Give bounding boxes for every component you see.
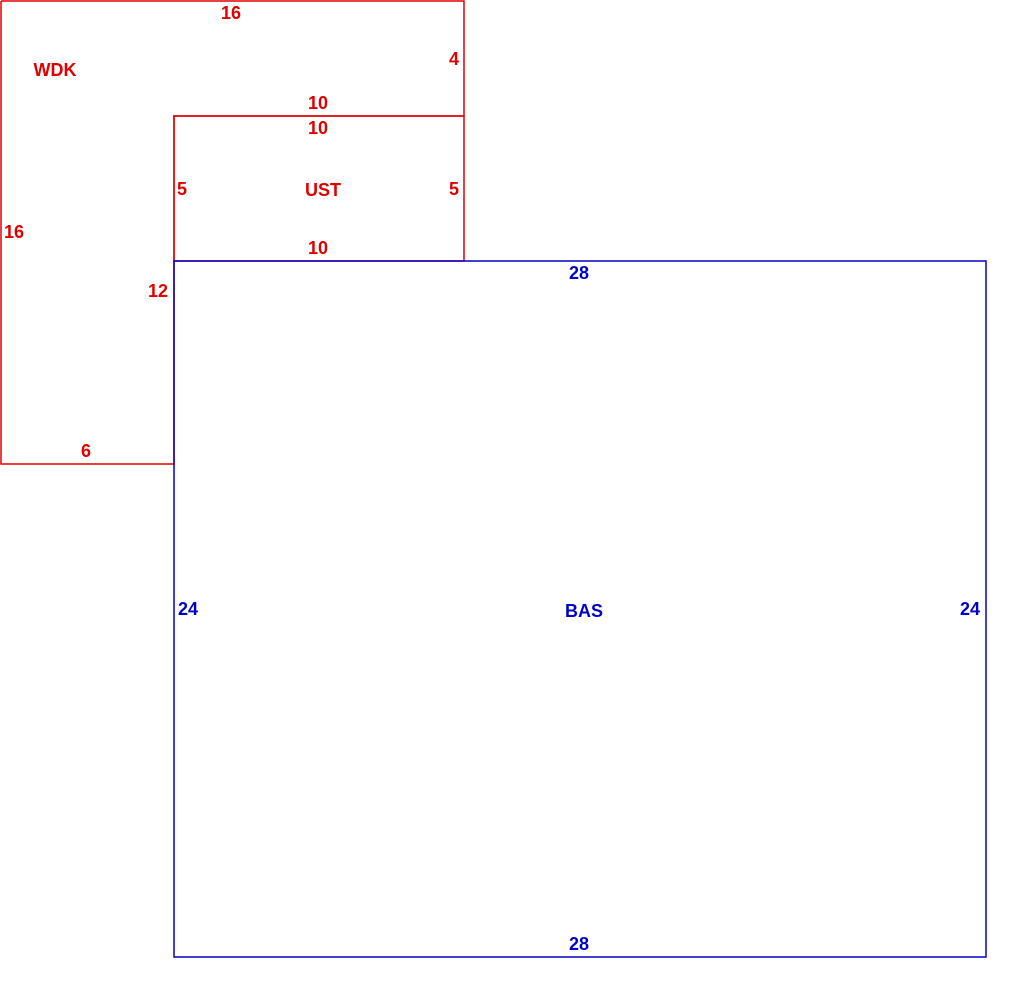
bas-left-dimension: 24 [178, 599, 198, 619]
ust-top-inner-dimension: 10 [308, 118, 328, 138]
wdk-right-upper-dimension: 4 [449, 49, 459, 69]
wdk-inner-right-dimension: 12 [148, 281, 168, 301]
ust-top-outer-dimension: 10 [308, 93, 328, 113]
bas-outline [173, 260, 987, 958]
wdk-top-dimension: 16 [221, 3, 241, 23]
bas-right-dimension: 24 [960, 599, 980, 619]
bas-bottom-dimension: 28 [569, 934, 589, 954]
ust-right-dimension: 5 [449, 179, 459, 199]
ust-left-dimension: 5 [177, 179, 187, 199]
bas-area-label: BAS [565, 601, 603, 621]
bas-top-dimension: 28 [569, 263, 589, 283]
ust-area-label: UST [305, 180, 341, 200]
wdk-bottom-dimension: 6 [81, 441, 91, 461]
ust-bottom-dimension: 10 [308, 238, 328, 258]
wdk-left-dimension: 16 [4, 222, 24, 242]
wdk-area-label: WDK [34, 60, 77, 80]
